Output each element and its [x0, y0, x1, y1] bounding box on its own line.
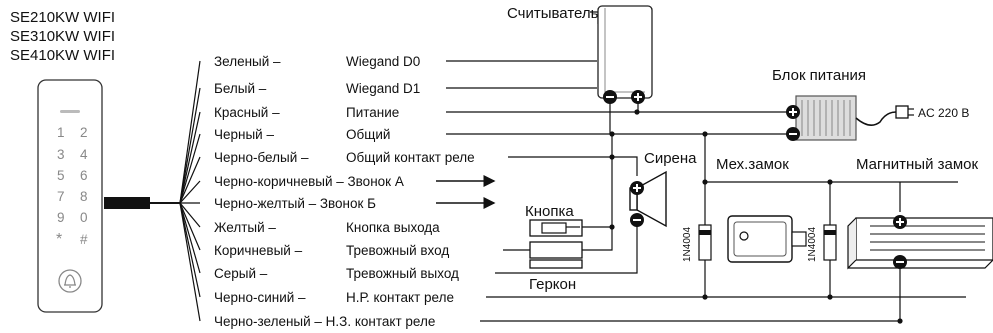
junction-dots [609, 109, 903, 324]
plug-icon [895, 105, 909, 119]
key-3: 3 [57, 147, 65, 162]
wire-color-3: Красный – [214, 105, 280, 120]
key-7: 7 [57, 189, 65, 204]
key-0: 0 [80, 210, 88, 225]
siren-label: Сирена [644, 150, 697, 167]
wire-color-2: Белый – [214, 81, 267, 96]
exit-button-device: Кнопка [525, 203, 583, 237]
key-9: 9 [57, 210, 65, 225]
wire-color-6: Черно-коричневый – Звонок А [214, 174, 404, 189]
mag-lock-label: Магнитный замок [856, 156, 978, 173]
power-supply: Блок питания AC 220 B [772, 67, 969, 141]
wire-function-11: Н.Р. контакт реле [346, 290, 454, 305]
wire-fanout [150, 60, 201, 322]
key-8: 8 [80, 189, 88, 204]
key-4: 4 [80, 147, 88, 162]
wire-runs [446, 60, 966, 322]
wire-function-2: Wiegand D1 [346, 81, 420, 96]
mech-lock-device: Мех.замок [716, 156, 807, 263]
diode-1: 1N4004 [682, 224, 712, 262]
wire-function-labels: Wiegand D0 Wiegand D1 Питание Общий Общи… [346, 54, 475, 305]
wire-color-12: Черно-зеленый – Н.З. контакт реле [214, 314, 435, 329]
model-title-2: SE310KW WIFI [10, 28, 115, 45]
wire-function-8: Кнопка выхода [346, 220, 440, 235]
keyhole-icon [739, 231, 749, 241]
wire-function-9: Тревожный вход [346, 243, 449, 258]
wire-harness [104, 197, 150, 209]
reed-switch-device: Геркон [529, 241, 583, 293]
model-title-1: SE210KW WIFI [10, 9, 115, 26]
wire-color-10: Серый – [214, 266, 268, 281]
diode-2: 1N4004 [807, 224, 837, 262]
wire-color-1: Зеленый – [214, 54, 281, 69]
wire-color-7: Черно-желтый – Звонок Б [214, 196, 376, 211]
siren-device: Сирена [629, 150, 697, 228]
diode-2-label: 1N4004 [807, 227, 818, 262]
key-1: 1 [57, 125, 65, 140]
button-label: Кнопка [525, 203, 574, 220]
reed-label: Геркон [529, 276, 576, 293]
key-2: 2 [80, 125, 88, 140]
wire-color-5: Черно-белый – [214, 150, 309, 165]
reader-device: Считыватель [507, 5, 653, 104]
reader-label: Считыватель [507, 5, 599, 22]
keypad-body [37, 79, 103, 313]
mag-lock-device: Магнитный замок [847, 156, 993, 270]
key-hash: # [80, 232, 88, 247]
wire-function-5: Общий контакт реле [346, 150, 475, 165]
model-title-3: SE410KW WIFI [10, 47, 115, 64]
wire-function-1: Wiegand D0 [346, 54, 420, 69]
wire-color-labels: Зеленый – Белый – Красный – Черный – Чер… [214, 54, 435, 329]
key-5: 5 [57, 168, 65, 183]
key-star: * [56, 231, 62, 248]
key-6: 6 [80, 168, 88, 183]
wire-function-3: Питание [346, 105, 399, 120]
wire-function-4: Общий [346, 127, 390, 142]
wire-color-8: Желтый – [214, 220, 276, 235]
bell-icon [58, 269, 82, 293]
power-supply-label: Блок питания [772, 67, 866, 84]
keypad-device: 1 2 3 4 5 6 7 8 9 0 * # [37, 79, 103, 313]
model-list: SE210KW WIFI SE310KW WIFI SE410KW WIFI [10, 9, 115, 64]
diode-1-label: 1N4004 [682, 227, 693, 262]
wire-color-9: Коричневый – [214, 243, 303, 258]
wire-function-10: Тревожный выход [346, 266, 459, 281]
wire-color-11: Черно-синий – [214, 290, 306, 305]
mech-lock-label: Мех.замок [716, 156, 789, 173]
keypad-indicator [60, 110, 80, 113]
wire-color-4: Черный – [214, 127, 274, 142]
mains-label: AC 220 B [918, 106, 969, 120]
